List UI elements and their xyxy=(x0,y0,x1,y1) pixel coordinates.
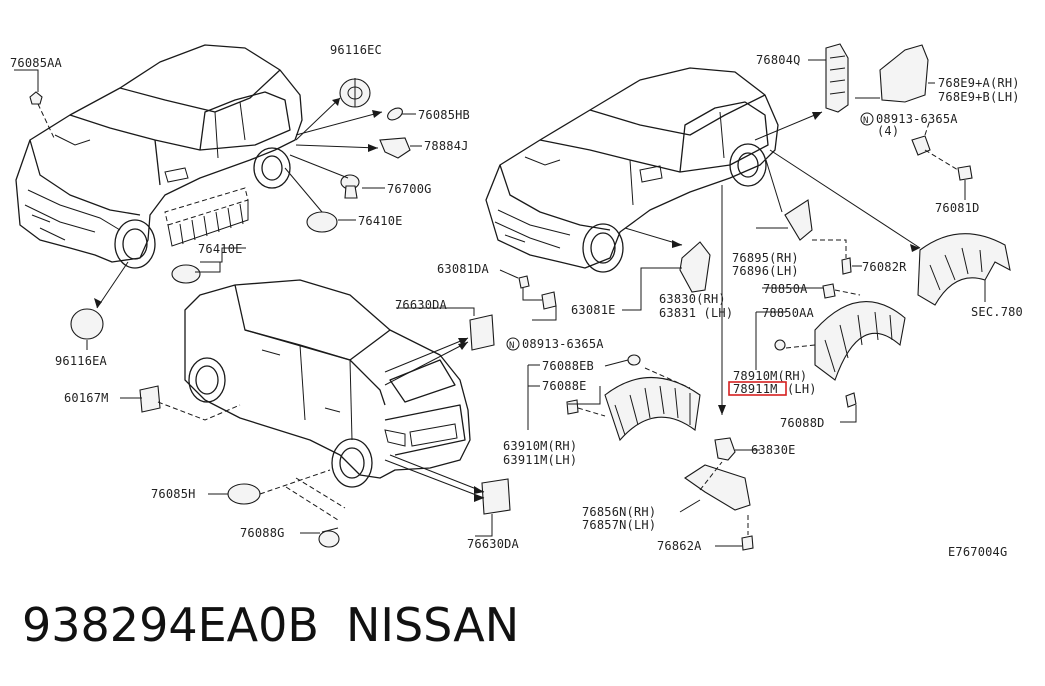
label-76856N: 76856N(RH) xyxy=(582,505,656,519)
label-76085HB: 76085HB xyxy=(418,108,470,122)
label-96116EC: 96116EC xyxy=(330,43,382,57)
clip-76085AA xyxy=(29,91,43,105)
label-76082R: 76082R xyxy=(862,260,907,274)
label-76088D: 76088D xyxy=(780,416,825,430)
side-sill-protector xyxy=(164,187,249,247)
footer-brand: NISSAN xyxy=(346,598,520,652)
label-sec780: SEC.780 xyxy=(971,305,1023,319)
label-76630DA-lower: 76630DA xyxy=(467,537,520,551)
label-08913-6365A-top: 08913-6365A xyxy=(876,112,958,126)
label-78910M: 78910M(RH) xyxy=(733,369,807,383)
clip-76085HB xyxy=(387,107,403,121)
pad-76630DA-lower xyxy=(481,478,511,515)
label-96116EA: 96116EA xyxy=(55,354,108,368)
label-76085H: 76085H xyxy=(151,487,196,501)
cover-768E9 xyxy=(879,44,929,103)
label-76857N: 76857N(LH) xyxy=(582,518,656,532)
car-front-view-center xyxy=(485,67,779,273)
label-76700G: 76700G xyxy=(387,182,432,196)
plug-96116EA xyxy=(70,308,104,340)
label-76410E-left: 76410E xyxy=(198,242,243,256)
screw-76862A xyxy=(741,535,754,551)
pad-76630DA-upper xyxy=(469,314,495,351)
mudguard-76856N xyxy=(684,464,751,511)
label-63830RH: 63830(RH) xyxy=(659,292,726,306)
rear-liner-78910M xyxy=(814,301,906,381)
mudguard-76895 xyxy=(784,199,813,241)
label-76630DA-upper: 76630DA xyxy=(395,298,448,312)
label-78911M-lh: (LH) xyxy=(787,382,817,396)
wheelhouse-sec780 xyxy=(917,233,1011,306)
plug-76410E-left xyxy=(171,264,201,284)
label-78850AA: 78850AA xyxy=(762,306,815,320)
label-76088EB: 76088EB xyxy=(542,359,594,373)
label-768E9B: 768E9+B(LH) xyxy=(938,90,1020,104)
clip-78850AA xyxy=(774,339,786,351)
label-63081E: 63081E xyxy=(571,303,616,317)
highlight-box xyxy=(728,381,787,396)
clip-78884J xyxy=(379,137,411,159)
label-76895: 76895(RH) xyxy=(732,251,799,265)
nut-symbol-top xyxy=(860,112,874,126)
grommet-76700G xyxy=(340,174,360,199)
nut-letter-mid: N xyxy=(509,341,515,351)
screw-76082R xyxy=(841,257,852,275)
label-08913-6365A-mid: 08913-6365A xyxy=(522,337,604,351)
leader-lines xyxy=(14,59,986,547)
clip-76088E xyxy=(566,399,579,415)
label-60167M xyxy=(139,385,161,413)
label-63910M: 63910M(RH) xyxy=(503,439,577,453)
label-63081DA: 63081DA xyxy=(437,262,490,276)
fender-liner-63910M xyxy=(604,377,701,442)
label-78911M-highlight: 78911M xyxy=(733,382,778,396)
label-76410E-right: 76410E xyxy=(358,214,403,228)
label-qty-4: (4) xyxy=(877,124,899,138)
label-78884J: 78884J xyxy=(424,139,469,153)
clip-76088D xyxy=(845,392,857,408)
clip-76088EB xyxy=(627,354,641,366)
nut-symbol-mid xyxy=(506,337,520,351)
label-76804Q: 76804Q xyxy=(756,53,801,67)
car-front-view-left xyxy=(15,44,303,269)
mudguard-63830 xyxy=(679,241,711,293)
plug-76085H xyxy=(227,483,261,505)
label-76896: 76896(LH) xyxy=(732,264,799,278)
label-63831LH: 63831 (LH) xyxy=(659,306,733,320)
footer-part-number: 938294EA0B xyxy=(22,598,319,652)
label-76081D: 76081D xyxy=(935,201,980,215)
label-63911M: 63911M(LH) xyxy=(503,453,577,467)
label-76088E: 76088E xyxy=(542,379,587,393)
label-63830E: 63830E xyxy=(751,443,796,457)
label-76862A: 76862A xyxy=(657,539,702,553)
label-76085AA: 76085AA xyxy=(10,56,63,70)
clip-78850A xyxy=(822,283,836,299)
bracket-76804Q xyxy=(825,43,849,113)
car-rear-view xyxy=(184,279,471,488)
clip-76088G xyxy=(318,527,340,548)
label-768E9A: 768E9+A(RH) xyxy=(938,76,1020,90)
clip-63830E xyxy=(714,437,736,461)
clip-63081E xyxy=(541,291,557,310)
part-labels: 76085AA 96116EC 76085HB 78884J 76700G 76… xyxy=(10,43,1023,559)
label-76088G: 76088G xyxy=(240,526,285,540)
label-60167M: 60167M xyxy=(64,391,109,405)
label-78850A: 78850A xyxy=(763,282,808,296)
arrowheads xyxy=(94,98,920,502)
clip-63081DA xyxy=(518,275,530,289)
nut-letter-top: N xyxy=(863,116,869,126)
bolt-08913-top xyxy=(911,135,931,156)
diagram-code: E767004G xyxy=(948,545,1007,559)
plug-76410E-right xyxy=(306,211,338,233)
